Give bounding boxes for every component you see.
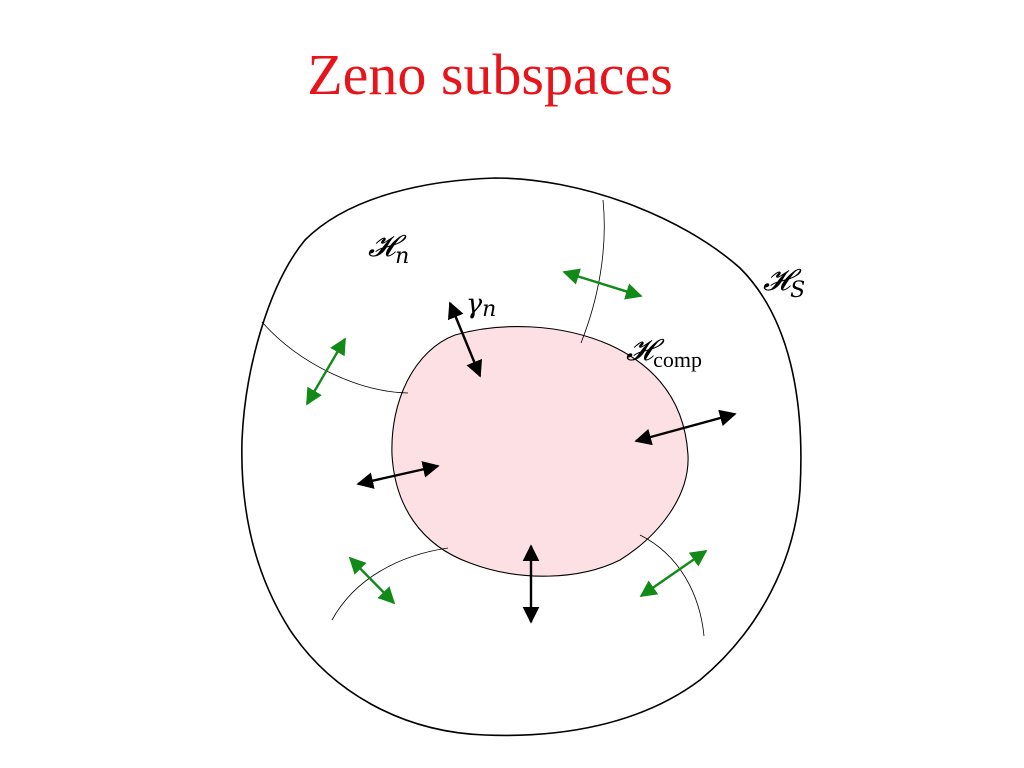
label-h-s: 𝓗S xyxy=(763,263,805,303)
coupling-arrow-right xyxy=(634,409,737,446)
compartment-region xyxy=(391,326,689,577)
partition-curve-bottom-right xyxy=(639,534,705,637)
transition-arrow-top-right xyxy=(562,268,643,300)
transition-arrow-bottom-right xyxy=(639,550,708,597)
label-h-comp: 𝓗comp xyxy=(626,333,702,372)
partition-curve-top xyxy=(580,199,605,344)
label-h-n: 𝓗n xyxy=(368,229,409,269)
outer-space-boundary xyxy=(241,177,802,737)
slide-title: Zeno subspaces xyxy=(307,42,673,107)
coupling-arrow-top xyxy=(447,301,483,378)
coupling-arrow-left xyxy=(356,461,440,489)
transition-arrow-left xyxy=(305,337,347,406)
transition-arrow-bottom-left xyxy=(348,556,396,605)
label-gamma-n: γn xyxy=(466,289,496,322)
